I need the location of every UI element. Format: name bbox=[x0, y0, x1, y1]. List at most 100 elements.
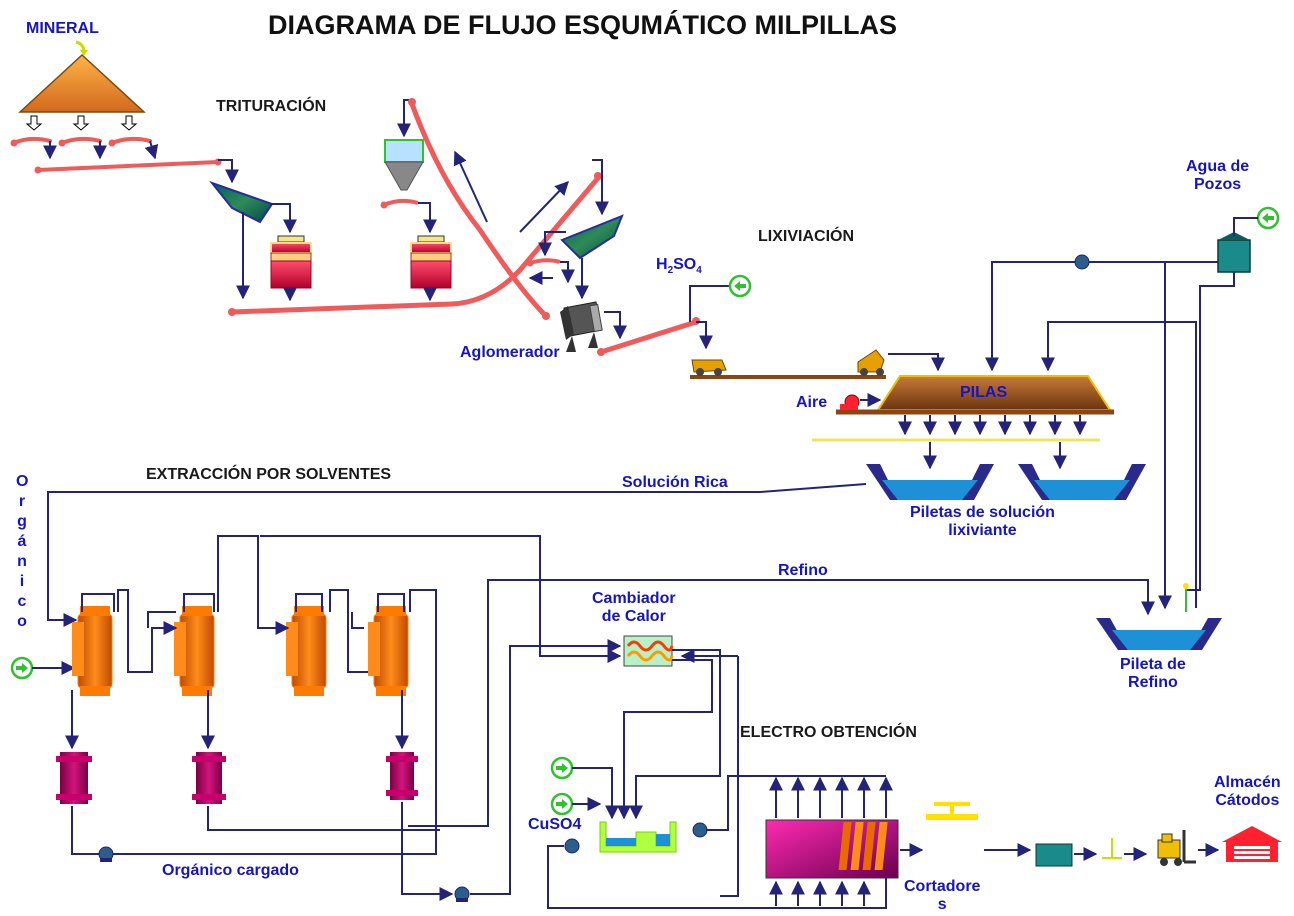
pipe-refino-return bbox=[1041, 321, 1197, 608]
pipe-organico-cargado bbox=[71, 806, 436, 855]
vibrating-screen-2 bbox=[560, 214, 624, 260]
label-refino: Refino bbox=[778, 562, 828, 579]
pipe-pump-to-exchanger bbox=[470, 639, 622, 895]
label-almacen: Almacén Cátodos bbox=[1214, 774, 1281, 809]
pipe-refino bbox=[408, 579, 1155, 827]
flow-arrow-diag bbox=[519, 180, 569, 233]
heat-exchanger bbox=[623, 635, 674, 667]
settler-drop-pipes bbox=[65, 690, 409, 750]
mineral-stockpile bbox=[18, 40, 146, 113]
pipe-feeder2-down bbox=[560, 261, 575, 284]
scale-marker bbox=[1102, 838, 1122, 859]
settler-interconnect-pipes bbox=[81, 535, 622, 855]
pipe-to-truck-1 bbox=[696, 321, 713, 350]
organic-tanks bbox=[56, 752, 418, 804]
label-h2so4: H2SO4 bbox=[656, 256, 702, 277]
label-cortadores: Cortadore s bbox=[904, 878, 981, 913]
main-conveyor bbox=[34, 158, 222, 174]
feeder-conveyors bbox=[12, 136, 152, 145]
tank-1 bbox=[56, 752, 92, 804]
label-pilas: PILAS bbox=[960, 384, 1008, 401]
pipe-to-screen-1 bbox=[218, 159, 239, 184]
crusher-1 bbox=[270, 235, 312, 289]
page-title: DIAGRAMA DE FLUJO ESQUMÁTICO MILPILLAS bbox=[268, 10, 897, 40]
heap-leach-pile bbox=[836, 375, 1114, 415]
haul-truck-2 bbox=[857, 349, 885, 376]
agglo-conveyor bbox=[597, 317, 700, 356]
pipe-ew-loop bbox=[547, 845, 887, 909]
stockpile-feed-arrows bbox=[25, 115, 138, 131]
label-cuso4: CuSO4 bbox=[528, 816, 582, 833]
pipe-exchanger-loop2 bbox=[629, 649, 721, 820]
pump-lower bbox=[454, 886, 470, 902]
leach-pool-1 bbox=[866, 464, 994, 500]
pipe-tank2-out bbox=[207, 806, 440, 831]
organico-inlet-icon bbox=[10, 656, 34, 680]
section-lixiviacion: LIXIVIACIÓN bbox=[758, 228, 855, 245]
pipe-to-screen-2 bbox=[592, 159, 609, 216]
pipe-screen1-crusher bbox=[270, 203, 297, 234]
settler-1 bbox=[72, 606, 113, 696]
label-aire: Aire bbox=[796, 394, 828, 411]
pipe-surge-crusher2 bbox=[418, 202, 437, 234]
crusher-2 bbox=[410, 235, 452, 289]
return-conveyor bbox=[408, 98, 550, 320]
cuso4-inlet-2 bbox=[550, 792, 574, 816]
pump-ew bbox=[692, 822, 708, 838]
settlers bbox=[72, 606, 409, 696]
air-blower bbox=[840, 394, 860, 410]
pipe-h2so4 bbox=[689, 285, 730, 322]
leach-pool-2 bbox=[1018, 464, 1146, 500]
cuso4-inlet-1 bbox=[550, 756, 574, 780]
small-feeder-2 bbox=[526, 258, 561, 267]
label-organico-cargado: Orgánico cargado bbox=[162, 862, 299, 879]
label-mineral: MINERAL bbox=[26, 20, 99, 37]
pipe-solucion-rica bbox=[47, 483, 867, 627]
electrolyte-tank bbox=[599, 821, 677, 853]
pipe-water-inlet bbox=[1233, 217, 1258, 236]
cell-arrows-bottom bbox=[769, 880, 871, 906]
forklift-icon bbox=[1157, 830, 1196, 866]
tank-2 bbox=[192, 752, 226, 804]
label-solucion-rica: Solución Rica bbox=[622, 474, 728, 491]
pipe-tank3-out bbox=[401, 802, 454, 901]
surge-bin-feeder bbox=[380, 198, 419, 209]
settler-3 bbox=[286, 606, 327, 696]
label-piletas: Piletas de solución lixiviante bbox=[910, 504, 1055, 539]
feeder-drop-lines bbox=[43, 140, 159, 160]
water-tank bbox=[1217, 232, 1251, 273]
agglomerator-drum bbox=[560, 301, 603, 352]
refino-pool bbox=[1096, 618, 1222, 650]
label-organico-vertical: O r g á n i c o bbox=[16, 473, 29, 630]
pump-cargado bbox=[98, 846, 114, 862]
section-trituracion: TRITURACIÓN bbox=[216, 98, 327, 115]
settler-2 bbox=[174, 606, 215, 696]
h2so4-inlet-icon bbox=[728, 274, 752, 298]
pipe-exchanger-loop bbox=[617, 659, 713, 820]
pump-electrolyte bbox=[564, 838, 580, 854]
label-aglomerador: Aglomerador bbox=[460, 344, 560, 361]
collecting-conveyor bbox=[228, 172, 602, 316]
tank-3 bbox=[386, 752, 418, 800]
cathode-cutters bbox=[838, 802, 978, 870]
haul-truck-1 bbox=[691, 359, 727, 376]
warehouse-icon bbox=[1222, 826, 1282, 862]
section-extraccion: EXTRACCIÓN POR SOLVENTES bbox=[146, 466, 392, 483]
cell-arrows-top bbox=[769, 776, 893, 818]
pipe-ew-return bbox=[706, 775, 886, 831]
pipe-truck-to-pile bbox=[888, 353, 945, 372]
label-pileta-refino: Pileta de Refino bbox=[1120, 656, 1186, 691]
pipe-water-to-pile bbox=[985, 261, 1218, 372]
pipe-tank-down bbox=[1186, 272, 1235, 591]
valve-marker bbox=[1183, 583, 1189, 612]
wash-tank bbox=[1035, 843, 1073, 867]
label-agua-pozos: Agua de Pozos bbox=[1186, 158, 1250, 193]
feeder-dots bbox=[10, 139, 116, 147]
flow-arrow-up bbox=[453, 150, 488, 223]
pipe-agglo-out bbox=[604, 311, 627, 340]
pipe-cuso4-1 bbox=[572, 767, 619, 820]
section-electro: ELECTRO OBTENCIÓN bbox=[740, 724, 917, 741]
water-inlet-icon bbox=[1256, 206, 1280, 230]
pile-drainage-arrows bbox=[898, 415, 1087, 436]
